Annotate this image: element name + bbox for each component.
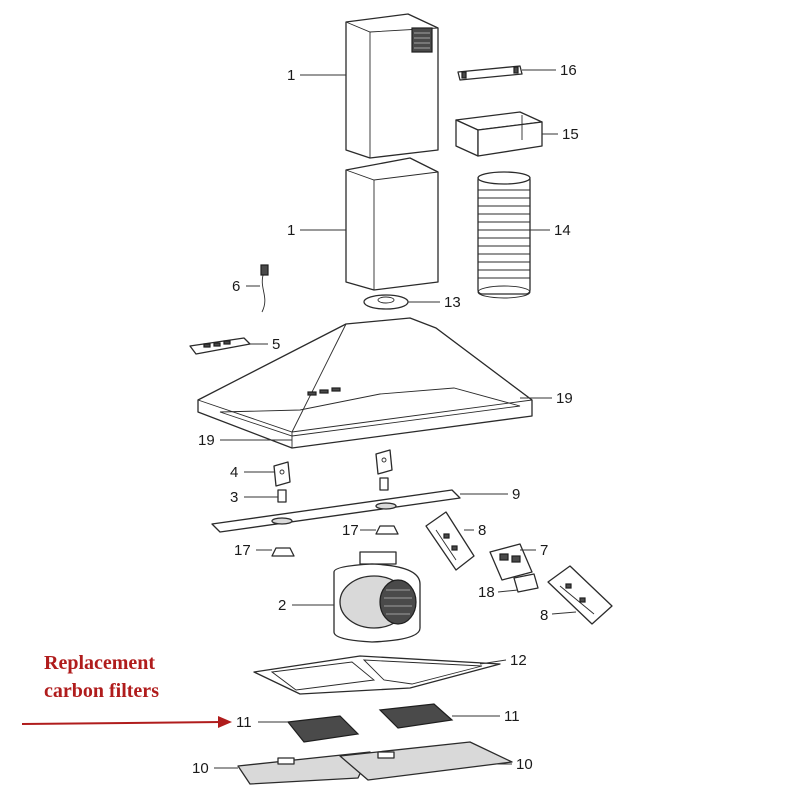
carbon-filter-right (378, 703, 454, 729)
callout-capacitor-box: 18 (478, 584, 495, 601)
callout-filter-tray: 12 (510, 652, 527, 669)
callout-control-panel: 5 (272, 336, 280, 353)
callout-frame: 9 (512, 486, 520, 503)
callout-relay-box: 7 (540, 542, 548, 559)
vent-grille (411, 27, 433, 53)
callout-lamp-holder: 3 (230, 489, 238, 506)
lamp-clip-left (273, 461, 291, 487)
callout-board-upper: 8 (478, 522, 486, 539)
light-frame (211, 489, 461, 533)
control-panel (189, 337, 251, 355)
lamp-holder-left (277, 489, 287, 503)
callout-hood-rear: 19 (556, 390, 573, 407)
hood-canopy (197, 317, 533, 449)
annotation-arrow-head (218, 716, 232, 728)
halogen-bulb-mid (375, 525, 399, 535)
callout-bracket-15: 15 (562, 126, 579, 143)
hood-buttons (307, 387, 341, 396)
callout-duct-hose: 14 (554, 222, 571, 239)
lamp-clip-right (375, 449, 393, 475)
flexible-duct-hose (477, 171, 531, 299)
filter-tray (253, 655, 501, 695)
grease-filter-left (237, 751, 371, 785)
callout-hood-front: 19 (198, 432, 215, 449)
capacitor-box (513, 573, 539, 593)
annotation-arrow-shaft (21, 721, 223, 725)
halogen-bulb-left (271, 547, 295, 557)
callout-grease-right: 10 (516, 756, 533, 773)
replacement-filters-annotation: Replacement carbon filters (21, 652, 232, 728)
power-cable (260, 264, 269, 313)
mounting-bracket-box (455, 111, 543, 157)
callout-board-lower: 8 (540, 607, 548, 624)
callout-bulb-mid: 17 (342, 522, 359, 539)
chimney-bracket (457, 65, 523, 81)
circuit-board-lower (547, 565, 613, 625)
circuit-board-upper (425, 511, 475, 571)
annotation-line-1: Replacement (44, 652, 155, 674)
blower-motor (333, 551, 421, 643)
callout-grease-left: 10 (192, 760, 209, 777)
callout-chimney-lower: 1 (287, 222, 295, 239)
lower-chimney-cover (345, 157, 439, 291)
relay-box (489, 543, 533, 581)
callout-carbon-right: 11 (504, 708, 520, 725)
callout-ring-13: 13 (444, 294, 461, 311)
carbon-filter-left (286, 715, 360, 743)
grease-filter-right (339, 741, 513, 781)
lamp-holder-right (379, 477, 389, 491)
callout-bracket-16: 16 (560, 62, 577, 79)
callout-carbon-left: 11 (236, 714, 252, 731)
callout-chimney-upper: 1 (287, 67, 295, 84)
callout-bulb-left: 17 (234, 542, 251, 559)
duct-flange (363, 294, 409, 310)
callout-motor: 2 (278, 597, 286, 614)
annotation-line-2: carbon filters (44, 680, 159, 702)
upper-chimney-cover (345, 13, 439, 159)
callout-cable: 6 (232, 278, 240, 295)
callout-clip: 4 (230, 464, 238, 481)
